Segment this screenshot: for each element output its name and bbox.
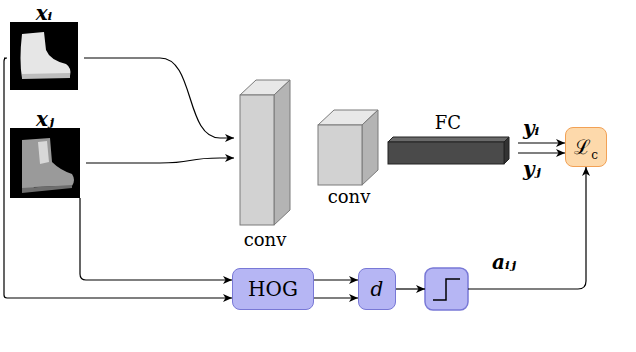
process-box: d [358, 268, 396, 310]
boot-image [10, 22, 78, 90]
boot-image [10, 128, 80, 198]
connector-arrow [314, 297, 358, 298]
process-box: HOG [232, 268, 314, 310]
signal-label: aᵢⱼ [492, 250, 516, 274]
signal-label: yᵢ [523, 116, 539, 140]
signal-wire [468, 167, 586, 289]
node-label: xⱼ [4, 108, 86, 130]
node-label: d [371, 277, 384, 301]
connector-arrow [86, 158, 234, 163]
connector-arrow [4, 58, 232, 298]
connector-arrow [84, 58, 234, 138]
conv-block [240, 80, 290, 225]
connector-arrow [314, 279, 358, 280]
conv-block [318, 110, 378, 185]
signal-label: yⱼ [523, 157, 541, 181]
threshold-box [425, 268, 468, 310]
connector-arrow [518, 142, 565, 143]
node-label: FC [380, 112, 516, 134]
fc-layer: FC [380, 112, 516, 166]
loss-box: ℒc [565, 127, 607, 167]
fc-block [388, 137, 509, 164]
conv-layer: conv [230, 78, 300, 252]
node-label: conv [308, 186, 390, 208]
node-label: HOG [248, 277, 298, 301]
image-input: xᵢ [4, 2, 84, 92]
node-label: conv [230, 229, 300, 251]
node-label: xᵢ [4, 2, 84, 24]
connector-arrow [518, 152, 565, 153]
image-input: xⱼ [4, 108, 86, 198]
node-label: ℒc [574, 133, 598, 162]
signal-wire [396, 288, 425, 289]
conv-layer: conv [308, 108, 390, 208]
connector-arrow [80, 198, 232, 280]
